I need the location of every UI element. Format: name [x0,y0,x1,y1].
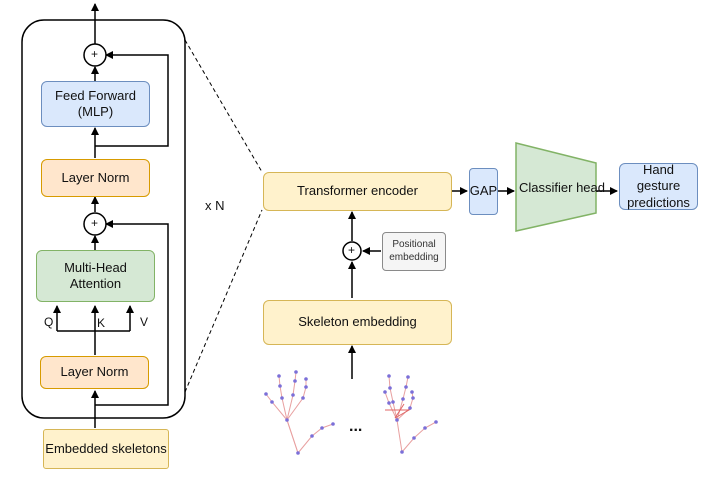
residual-connection-2 [95,51,169,147]
transformer-encoder-label: Transformer encoder [297,183,418,199]
key-label: K [97,316,106,330]
classifier-head-label: Classifier head [519,180,605,195]
residual-connection-1 [95,220,169,406]
multi-head-attention-label: Multi-Head Attention [64,259,127,291]
skeleton-embedding-label: Skeleton embedding [298,314,417,330]
predictions-label: Hand gesture predictions [627,162,690,210]
multi-head-attention-box: Multi-Head Attention [36,250,155,302]
layer-norm-bottom-box: Layer Norm [40,356,149,389]
zoom-line-bottom [184,209,263,393]
add-node-middle [83,212,107,236]
value-label: V [140,315,149,329]
hand-skeleton-left [264,370,335,455]
ellipsis-label: ... [349,418,363,435]
layer-norm-bottom-label: Layer Norm [60,364,129,380]
gap-label: GAP [469,183,498,199]
add-symbol-top: + [91,47,99,61]
repeat-n-label: x N [205,198,225,213]
encoder-block-frame [21,19,186,419]
embedded-skeletons-label: Embedded skeletons [45,440,167,456]
transformer-encoder-box: Transformer encoder [263,172,452,211]
layer-norm-top-box: Layer Norm [41,159,150,197]
positional-embedding-box: Positional embedding [382,232,446,271]
layer-norm-top-label: Layer Norm [61,169,130,185]
hand-skeleton-right [383,374,438,454]
positional-embedding-label: Positional embedding [389,239,439,263]
add-symbol-middle: + [91,216,99,230]
classifier-head-shape [515,142,597,232]
embedded-skeletons-box: Embedded skeletons [43,429,169,469]
feed-forward-label: Feed Forward (MLP) [55,87,136,119]
predictions-box: Hand gesture predictions [619,162,698,210]
add-node-positional [342,241,362,261]
add-node-top [83,43,107,67]
gap-box: GAP [469,168,498,215]
query-label: Q [44,315,54,329]
skeleton-embedding-box: Skeleton embedding [263,300,452,345]
feed-forward-box: Feed Forward (MLP) [41,81,150,127]
add-symbol-positional: + [348,243,356,257]
zoom-line-top [184,39,263,173]
